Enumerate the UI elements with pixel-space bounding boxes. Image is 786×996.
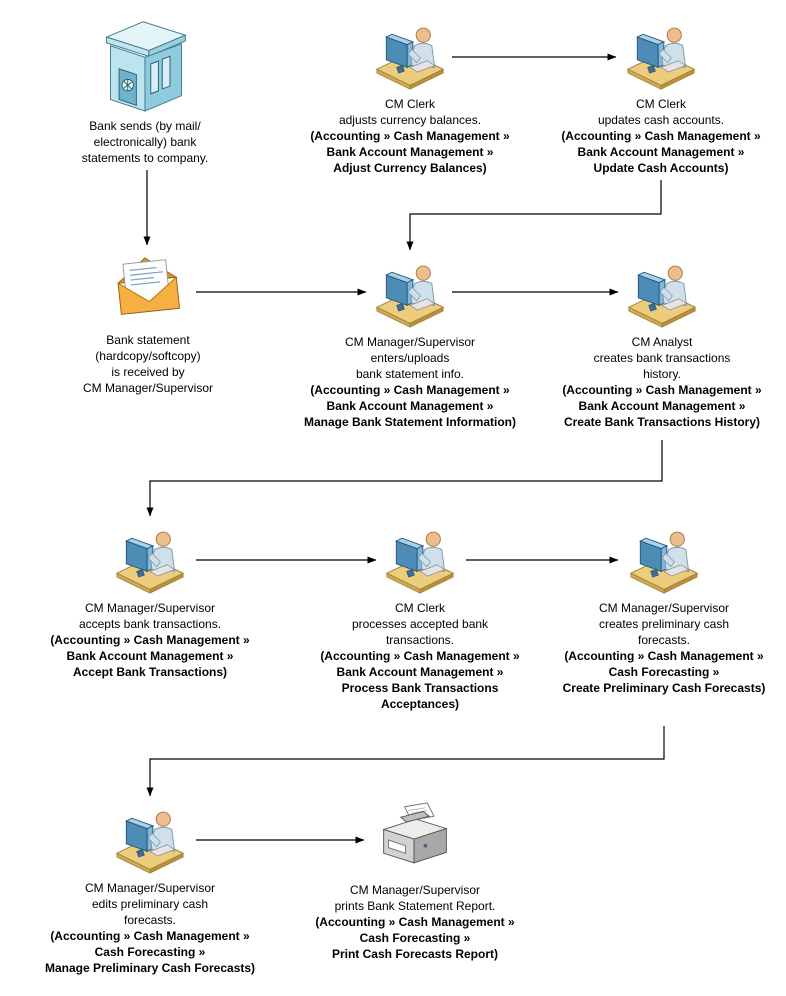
arrow-history-to-accept: [146, 440, 663, 517]
person-at-computer-icon: [285, 20, 535, 92]
caption-line: CM Analyst: [631, 335, 693, 349]
caption-path-line: Bank Account Management »: [578, 399, 746, 413]
caption-path-line: Bank Account Management »: [336, 665, 504, 679]
printer-icon: [290, 802, 540, 878]
caption-path-line: (Accounting » Cash Management »: [310, 129, 510, 143]
node-manager-accepts-transactions: CM Manager/Supervisor accepts bank trans…: [25, 524, 275, 680]
caption-path-line: Cash Forecasting »: [94, 945, 206, 959]
caption-line: CM Manager/Supervisor: [84, 601, 216, 615]
caption-path-line: Cash Forecasting »: [359, 931, 471, 945]
person-at-computer-icon: [25, 524, 275, 596]
caption-line: Bank sends (by mail/: [89, 119, 201, 133]
caption-line: CM Clerk: [636, 97, 686, 111]
caption-line: CM Manager/Supervisor: [598, 601, 730, 615]
person-at-computer-icon: [539, 524, 786, 596]
node-manager-edits-forecasts: CM Manager/Supervisor edits preliminary …: [25, 804, 275, 976]
node-analyst-creates-history: CM Analyst creates bank transactions his…: [537, 258, 786, 430]
node-clerk-updates-cash-accounts: CM Clerk updates cash accounts. (Account…: [536, 20, 786, 176]
caption-line: CM Manager/Supervisor: [84, 881, 216, 895]
caption-path-line: (Accounting » Cash Management »: [50, 929, 250, 943]
caption-path-line: Cash Forecasting »: [608, 665, 720, 679]
caption-line: electronically) bank: [93, 135, 197, 149]
caption-line: updates cash accounts.: [597, 113, 725, 127]
caption-line: is received by: [111, 365, 185, 379]
caption-path-line: Create Preliminary Cash Forecasts): [562, 681, 766, 695]
node-manager-prints-report: CM Manager/Supervisor prints Bank Statem…: [290, 802, 540, 962]
person-at-computer-icon: [536, 20, 786, 92]
open-envelope-icon: [48, 252, 248, 328]
person-at-computer-icon: [280, 258, 540, 330]
caption-path-line: (Accounting » Cash Management »: [310, 383, 510, 397]
caption-path-line: (Accounting » Cash Management »: [320, 649, 520, 663]
node-bank-statement-received: Bank statement (hardcopy/softcopy) is re…: [48, 252, 248, 396]
caption-line: CM Manager/Supervisor: [82, 381, 214, 395]
caption-line: CM Clerk: [385, 97, 435, 111]
arrow-update-to-manage-statement: [406, 180, 662, 251]
caption-line: prints Bank Statement Report.: [334, 899, 496, 913]
caption-line: CM Manager/Supervisor: [349, 883, 481, 897]
node-bank-sends-statements: Bank sends (by mail/ electronically) ban…: [45, 14, 245, 166]
caption-path-line: Acceptances): [380, 697, 460, 711]
caption-path-line: Adjust Currency Balances): [333, 161, 487, 175]
caption-line: history.: [643, 367, 681, 381]
caption-path-line: Print Cash Forecasts Report): [331, 947, 499, 961]
node-manager-creates-forecasts: CM Manager/Supervisor creates preliminar…: [539, 524, 786, 696]
caption-path-line: Process Bank Transactions: [341, 681, 499, 695]
caption-line: creates preliminary cash: [598, 617, 730, 631]
node-manager-enters-statement-info: CM Manager/Supervisor enters/uploads ban…: [280, 258, 540, 430]
caption-path-line: (Accounting » Cash Management »: [561, 129, 761, 143]
caption-path-line: Create Bank Transactions History): [563, 415, 761, 429]
caption-line: forecasts.: [637, 633, 691, 647]
caption-line: adjusts currency balances.: [338, 113, 482, 127]
caption-path-line: Accept Bank Transactions): [72, 665, 228, 679]
node-clerk-adjusts-currency: CM Clerk adjusts currency balances. (Acc…: [285, 20, 535, 176]
caption-line: processes accepted bank: [351, 617, 489, 631]
caption-line: Bank statement: [106, 333, 190, 347]
caption-path-line: (Accounting » Cash Management »: [562, 383, 762, 397]
caption-line: statements to company.: [81, 151, 209, 165]
caption-path-line: Manage Preliminary Cash Forecasts): [44, 961, 256, 975]
caption-line: forecasts.: [123, 913, 177, 927]
caption-line: CM Clerk: [395, 601, 445, 615]
caption-path-line: Manage Bank Statement Information): [303, 415, 517, 429]
person-at-computer-icon: [25, 804, 275, 876]
node-clerk-processes-acceptances: CM Clerk processes accepted bank transac…: [295, 524, 545, 712]
caption-line: transactions.: [385, 633, 455, 647]
caption-path-line: Bank Account Management »: [326, 399, 494, 413]
person-at-computer-icon: [295, 524, 545, 596]
caption-path-line: Bank Account Management »: [66, 649, 234, 663]
caption-line: edits preliminary cash: [91, 897, 209, 911]
caption-line: creates bank transactions: [593, 351, 731, 365]
caption-path-line: (Accounting » Cash Management »: [50, 633, 250, 647]
caption-line: enters/uploads: [370, 351, 450, 365]
caption-line: accepts bank transactions.: [78, 617, 222, 631]
caption-path-line: Bank Account Management »: [577, 145, 745, 159]
caption-line: bank statement info.: [355, 367, 465, 381]
caption-line: (hardcopy/softcopy): [95, 349, 201, 363]
caption-path-line: Update Cash Accounts): [593, 161, 729, 175]
arrow-create-forecasts-to-edit: [146, 726, 665, 797]
caption-path-line: (Accounting » Cash Management »: [564, 649, 764, 663]
bank-building-icon: [45, 14, 245, 114]
caption-path-line: (Accounting » Cash Management »: [315, 915, 515, 929]
caption-path-line: Bank Account Management »: [326, 145, 494, 159]
caption-line: CM Manager/Supervisor: [344, 335, 476, 349]
person-at-computer-icon: [537, 258, 786, 330]
